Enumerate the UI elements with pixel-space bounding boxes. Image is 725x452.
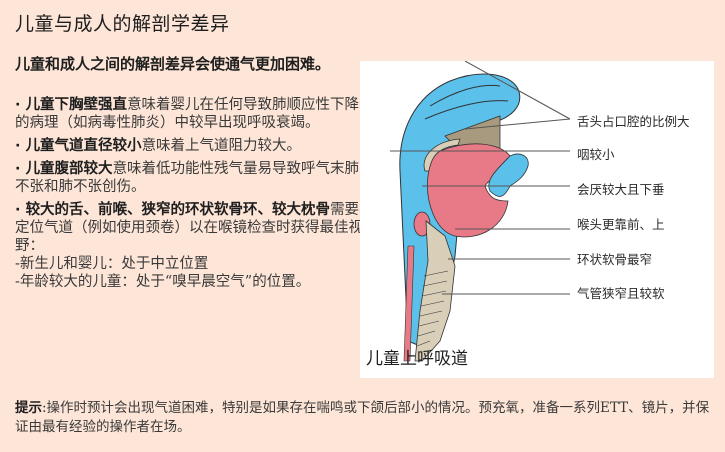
bullet-subline: -新生儿和婴儿：处于中立位置 bbox=[15, 256, 209, 272]
label-epiglottis: 会厌较大且下垂 bbox=[577, 182, 665, 197]
tip-box: 提示:操作时预计会出现气道困难，特别是如果存在喘鸣或下颌后部小的情况。预充氧，准… bbox=[15, 399, 715, 437]
figure-caption: 儿童上呼吸道 bbox=[366, 349, 468, 369]
label-tongue: 舌头占口腔的比例大 bbox=[577, 114, 690, 129]
bullet-subline: -年龄较大的儿童：处于“嗅早晨空气”的位置。 bbox=[15, 274, 311, 290]
bullet-item: · 较大的舌、前喉、狭窄的环状软骨环、较大枕骨需要定位气道（例如使用颈卷）以在喉… bbox=[15, 202, 363, 290]
bullet-text: 意味着低功能性残气量易导致呼气末肺不张和肺不张创伤。 bbox=[15, 161, 360, 195]
bullet-bold: 较大的舌、前喉、狭窄的环状软骨环、较大枕骨 bbox=[25, 202, 331, 218]
bullet-text: 意味着婴儿在任何导致肺顺应性下降的病理（如病毒性肺炎）中较早出现呼吸衰竭。 bbox=[15, 97, 360, 131]
label-trachea: 气管狭窄且较软 bbox=[577, 286, 665, 301]
intro-text: 儿童和成人之间的解剖差异会使通气更加困难。 bbox=[15, 55, 331, 73]
tip-text: :操作时预计会出现气道困难，特别是如果存在喘鸣或下颌后部小的情况。预充氧，准备一… bbox=[15, 400, 710, 435]
bullet-item: · 儿童气道直径较小意味着上气道阻力较大。 bbox=[15, 138, 302, 154]
label-pharynx: 咽较小 bbox=[577, 147, 615, 162]
pediatric-airway-diagram bbox=[390, 61, 571, 362]
bullet-item: · 儿童腹部较大意味着低功能性残气量易导致呼气末肺不张和肺不张创伤。 bbox=[15, 161, 360, 195]
bullet-bold: 儿童腹部较大 bbox=[25, 161, 113, 177]
bullet-bold: 儿童气道直径较小 bbox=[25, 138, 142, 154]
bullet-bold: 儿童下胸壁强直 bbox=[25, 97, 128, 113]
airway-figure: 舌头占口腔的比例大 咽较小 会厌较大且下垂 喉头更靠前、上 环状软骨最窄 气管狭… bbox=[360, 61, 714, 378]
page-title: 儿童与成人的解剖学差异 bbox=[15, 13, 230, 35]
label-larynx: 喉头更靠前、上 bbox=[577, 217, 665, 232]
tip-label: 提示 bbox=[15, 400, 42, 416]
bullet-text: 意味着上气道阻力较大。 bbox=[141, 138, 302, 154]
bullet-text: 需要定位气道（例如使用颈卷）以在喉镜检查时获得最佳视野： bbox=[15, 202, 363, 254]
bullet-list: · 儿童下胸壁强直意味着婴儿在任何导致肺顺应性下降的病理（如病毒性肺炎）中较早出… bbox=[15, 96, 365, 296]
label-cricoid: 环状软骨最窄 bbox=[577, 252, 653, 267]
bullet-item: · 儿童下胸壁强直意味着婴儿在任何导致肺顺应性下降的病理（如病毒性肺炎）中较早出… bbox=[15, 97, 360, 131]
